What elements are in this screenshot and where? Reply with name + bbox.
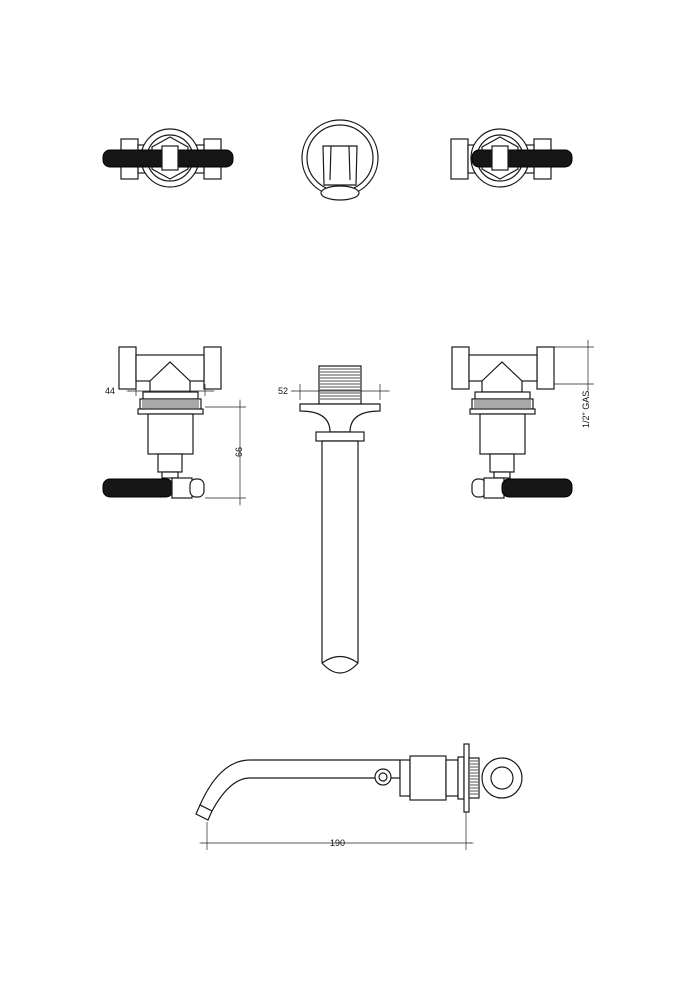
spout-front-view bbox=[299, 365, 381, 674]
dimension-190: 190 bbox=[199, 812, 474, 850]
dimension-thread: 1/2" GAS bbox=[554, 339, 594, 428]
top-view bbox=[102, 119, 573, 201]
left-front-handle-bar bbox=[102, 478, 174, 498]
dimension-66: 66 bbox=[205, 399, 246, 506]
right-valve-top-view bbox=[450, 128, 573, 188]
dimension-66-label: 66 bbox=[234, 447, 244, 457]
dimension-thread-label: 1/2" GAS bbox=[581, 391, 591, 428]
left-valve-top-view bbox=[102, 128, 234, 188]
dimension-44-label: 44 bbox=[105, 386, 115, 396]
right-top-handle-bar bbox=[471, 149, 573, 168]
spout-top-view bbox=[301, 119, 379, 201]
spout-side-view bbox=[195, 743, 523, 821]
right-valve-front-view bbox=[451, 346, 573, 499]
dimension-52-label: 52 bbox=[278, 386, 288, 396]
right-front-handle-bar bbox=[501, 478, 573, 498]
dimension-44: 44 bbox=[105, 384, 215, 396]
dimension-190-label: 190 bbox=[330, 838, 345, 848]
front-view: 44 52 66 1/2" GAS bbox=[102, 339, 594, 674]
left-valve-front-view bbox=[102, 346, 222, 499]
side-view: 190 bbox=[195, 743, 523, 850]
dimension-52: 52 bbox=[278, 384, 390, 400]
